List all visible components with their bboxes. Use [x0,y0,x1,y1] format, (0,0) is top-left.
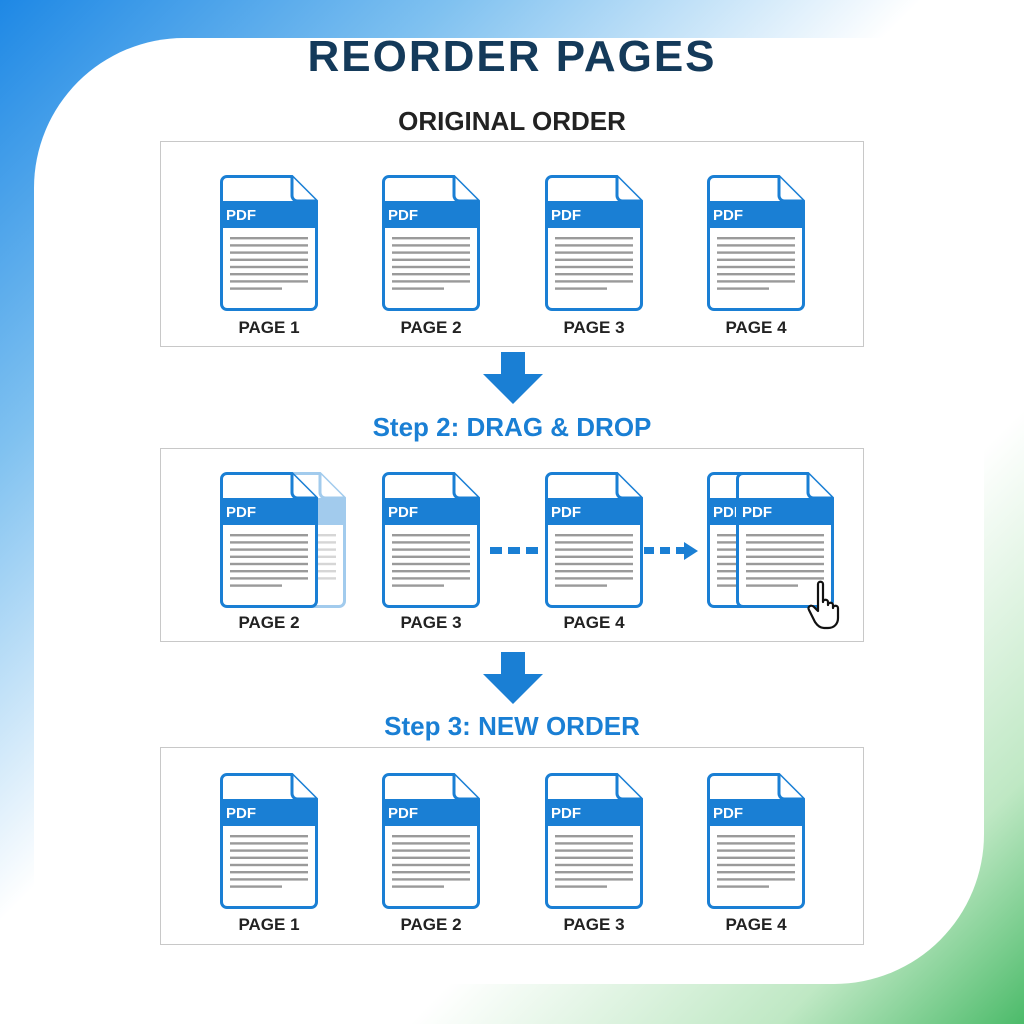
svg-text:PDF: PDF [388,504,418,521]
arrow-down-icon [483,652,543,704]
svg-text:PDF: PDF [551,207,581,224]
pdf-document-icon[interactable]: PDF [545,472,643,608]
page-label: PAGE 4 [563,613,625,632]
pdf-document-icon[interactable]: PDF [382,175,480,311]
page-label: PAGE 3 [400,613,462,632]
pdf-document-icon[interactable]: PDF [220,472,318,608]
pdf-document-icon[interactable]: PDF [382,472,480,608]
pdf-document-icon[interactable]: PDF [220,175,318,311]
pdf-document-icon[interactable]: PDF [545,773,643,909]
hand-cursor-icon [807,580,840,630]
svg-text:PDF: PDF [551,805,581,822]
page-label: PAGE 1 [238,915,300,934]
svg-text:PDF: PDF [388,805,418,822]
svg-text:PDF: PDF [226,207,256,224]
dashed-arrow-right-icon [644,542,698,560]
section-heading-drag-drop: Step 2: DRAG & DROP [372,412,652,442]
pdf-document-icon[interactable]: PDF [707,773,805,909]
pdf-document-icon[interactable]: PDF [220,773,318,909]
svg-text:PDF: PDF [713,504,743,521]
page-label: PAGE 2 [238,613,300,632]
svg-text:PDF: PDF [388,207,418,224]
section-heading-new-order: Step 3: NEW ORDER [384,711,640,741]
svg-text:PDF: PDF [713,805,743,822]
section-heading-original: ORIGINAL ORDER [398,106,626,136]
pdf-document-icon[interactable]: PDF [736,472,834,608]
svg-text:PDF: PDF [226,504,256,521]
page-label: PAGE 2 [400,915,462,934]
page-label: PAGE 4 [725,915,787,934]
page-label: PAGE 1 [238,318,300,337]
page-title: REORDER PAGES [307,32,717,81]
svg-text:PDF: PDF [713,207,743,224]
dashed-arrow-icon [490,547,538,554]
svg-text:PDF: PDF [226,805,256,822]
page-label: PAGE 2 [400,318,462,337]
page-label: PAGE 3 [563,318,625,337]
svg-text:PDF: PDF [742,504,772,521]
svg-text:PDF: PDF [551,504,581,521]
pdf-document-icon[interactable]: PDF [707,175,805,311]
pdf-document-icon[interactable]: PDF [382,773,480,909]
page-label: PAGE 4 [725,318,787,337]
page-label: PAGE 3 [563,915,625,934]
arrow-down-icon [483,352,543,404]
pdf-document-icon[interactable]: PDF [545,175,643,311]
